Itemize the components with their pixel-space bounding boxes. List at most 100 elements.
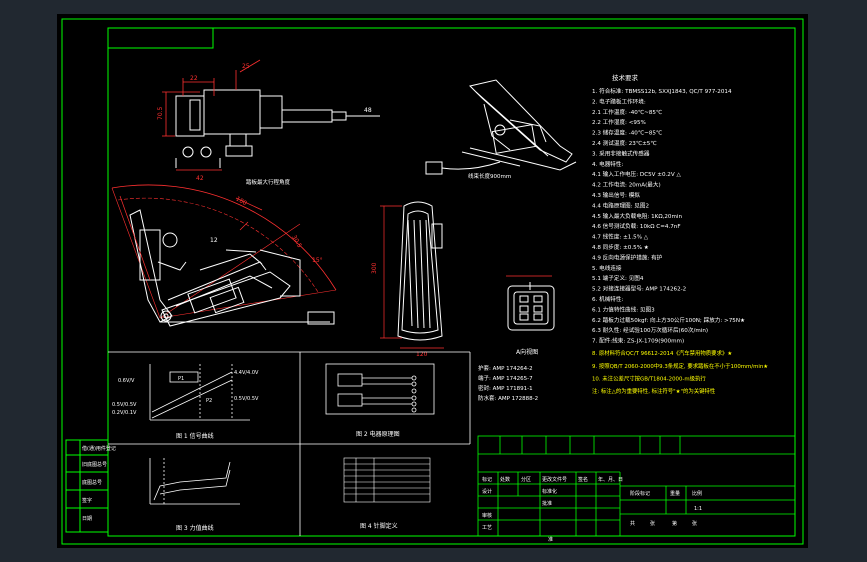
top-view-dimensions (162, 59, 261, 171)
tb-r1-c3: 分区 (521, 476, 531, 483)
tech-item: 4. 电器特性: (592, 160, 623, 168)
pedal-side-view (111, 184, 337, 327)
pedal-front-view (380, 201, 444, 349)
tech-item: 6.1 力值特性曲线: 见图3 (592, 305, 655, 313)
tech-item: 6.2 踏板力过载50kgf: 向上方30公斤100N; 踩放力: >75N★ (592, 316, 745, 324)
dim-arc-radius: 180 (235, 195, 249, 207)
figure1-signal-graph (149, 364, 250, 421)
tb-sheet-unit1: 张 (650, 520, 655, 527)
outer-frame (61, 18, 804, 545)
dim-top-height: 70.5 (157, 106, 164, 120)
tech-item: 2.1 工作温度: -40℃~85℃ (592, 108, 662, 116)
tb-scale: 1:1 (694, 506, 702, 512)
tb-sheet-total: 共 (630, 520, 635, 527)
tech-item: 6. 机械特性: (592, 295, 623, 303)
connector-part-2: 端子: AMP 174265-7 (478, 374, 533, 382)
label-cable: 线束长度900mm (468, 172, 511, 180)
code-box (107, 27, 214, 49)
fig1-y-label-3: 0.2V/0.1V (112, 410, 137, 416)
tech-item: 注: 标注△的为重要特性, 标注符号"★"的为关键特性 (592, 387, 716, 395)
strip-label-2: 旧底图总号 (82, 461, 107, 468)
tech-item: 4.5 输入最大负载电阻: 1KΩ,20min (592, 212, 682, 220)
connector-parts: 护套: AMP 174264-2 端子: AMP 174265-7 密封: AM… (478, 364, 538, 402)
fig1-y-label: 0.6V/V (118, 378, 135, 384)
tech-item: 7. 配件:线束: ZS-JX-1709(900mm) (592, 337, 684, 345)
tb-r1-c2: 处数 (500, 476, 510, 483)
tech-item: 2.3 储存温度: -40℃~85℃ (592, 129, 662, 137)
tb-stage: 阶段标记 (630, 490, 650, 497)
connector-part-4: 防水套: AMP 172888-2 (478, 394, 538, 402)
fig1-y-label-2: 0.5V/0.5V (112, 402, 137, 408)
tb-review: 审核 (482, 512, 492, 519)
tech-item: 10. 未注公差尺寸按GB/T1804-2000-m级执行 (592, 374, 706, 382)
tech-item: 3. 采用非接触式传感器 (592, 149, 650, 157)
tech-item: 4.7 线性度: ±1.5% △ (592, 233, 649, 241)
title-block-text: 标记 处数 分区 更改文件号 签名 年、月、日 设计 标准化 审核 批准 工艺 … (482, 476, 702, 543)
pedal-top-view (175, 89, 380, 168)
tech-item: 2. 电子踏板工作环境: (592, 97, 646, 105)
tech-item: 2.2 工作湿度: <95% (592, 118, 646, 126)
dim-top-bottom: 42 (196, 175, 204, 182)
tb-process: 工艺 (482, 525, 492, 531)
figure2-caption: 图 2 电器原理图 (356, 430, 400, 438)
tb-r1-c5: 签名 (578, 476, 588, 483)
dim-arc-angle: 15° (312, 257, 323, 264)
pedal-iso-view (425, 79, 577, 175)
strip-label-1: 借(通)用件登记 (82, 445, 116, 452)
figure4-pin-table (343, 457, 431, 503)
dim-pad-width: 120 (416, 351, 428, 358)
tech-item: 5.1 端子定义: 见图4 (592, 274, 644, 282)
strip-label-5: 日期 (82, 516, 92, 522)
tb-sheet-no: 第 (672, 520, 677, 527)
tb-ratio: 比例 (692, 490, 702, 497)
figure3-caption: 图 3 力值曲线 (176, 524, 214, 532)
tb-r1-c1: 标记 (482, 476, 492, 483)
dim-pad-height: 300 (371, 262, 378, 274)
tb-weight: 重量 (670, 490, 680, 497)
dim-top-angled: 25 (242, 63, 250, 70)
tech-item: 4.2 工作电流: 20mA(最大) (592, 181, 661, 189)
tech-item: 4.8 同步度: ±0.5% ★ (592, 243, 649, 251)
tech-item: 4.1 输入工作电压: DC5V ±0.2V △ (592, 170, 681, 178)
figure-panels (108, 351, 471, 536)
fig1-series-b: P2 (206, 398, 212, 404)
connector-view-title: A向视图 (516, 348, 538, 356)
tb-approve: 批准 (542, 500, 552, 507)
tb-footer: 准 (548, 536, 553, 543)
left-record-strip (65, 439, 109, 533)
side-view-dims (119, 195, 263, 281)
tech-item: 5.2 对接连接器型号: AMP 174262-2 (592, 285, 686, 293)
tech-item: 8. 原材料符合QC/T 96612-2014《汽车禁用物质要求》★ (592, 349, 732, 357)
tb-design: 设计 (482, 488, 492, 495)
dim-top-width: 22 (190, 75, 198, 82)
tech-item: 9. 按照QB/T 2060-2000中9.3条规定, 要求踏板在不小于100m… (592, 362, 768, 370)
tech-item: 4.9 反向电源保护措施: 有护 (592, 253, 663, 261)
tb-r1-c6: 年、月、日 (598, 476, 623, 483)
tech-item: 2.4 测试温度: 23℃±5℃ (592, 139, 657, 147)
label-rotation-angle: 踏板最大行程角度 (246, 178, 291, 186)
tech-title: 技术要求 (612, 73, 639, 82)
drawing-paper (57, 14, 808, 548)
strip-label-3: 底图总号 (82, 479, 102, 486)
dim-cable-end: 48 (364, 107, 372, 114)
inner-frame (107, 27, 796, 537)
label-stroke: 12 (210, 237, 218, 244)
fig1-out-high: 4.4V/4.0V (234, 370, 259, 376)
tech-item: 4.3 输出信号: 模拟 (592, 191, 640, 199)
figure4-caption: 图 4 针脚定义 (360, 522, 398, 530)
strip-label-4: 签字 (82, 497, 92, 504)
tech-item: 5. 电线连接 (592, 264, 622, 272)
connector-part-3: 密封: AMP 171891-1 (478, 384, 533, 392)
connector-part-1: 护套: AMP 174264-2 (478, 364, 533, 372)
tech-item: 4.4 电路原理图: 见图2 (592, 201, 649, 209)
tech-requirements: 技术要求 1. 符合标准: TBMSS12b, SXXJ1843, QC/T 9… (592, 73, 768, 395)
tech-item: 6.3 耐久性: 经试验100万次循环后(60次/min) (592, 326, 708, 334)
fig1-series-a: P1 (178, 376, 184, 382)
figure2-schematic (325, 363, 435, 415)
fig1-out-low: 0.5V/0.5V (234, 396, 259, 402)
connector-view (506, 275, 555, 331)
tech-item: 4.6 信号测试负载: 10kΩ C=4.7nF (592, 222, 681, 230)
tb-sheet-unit2: 张 (692, 520, 697, 527)
tb-standard: 标准化 (542, 488, 557, 495)
